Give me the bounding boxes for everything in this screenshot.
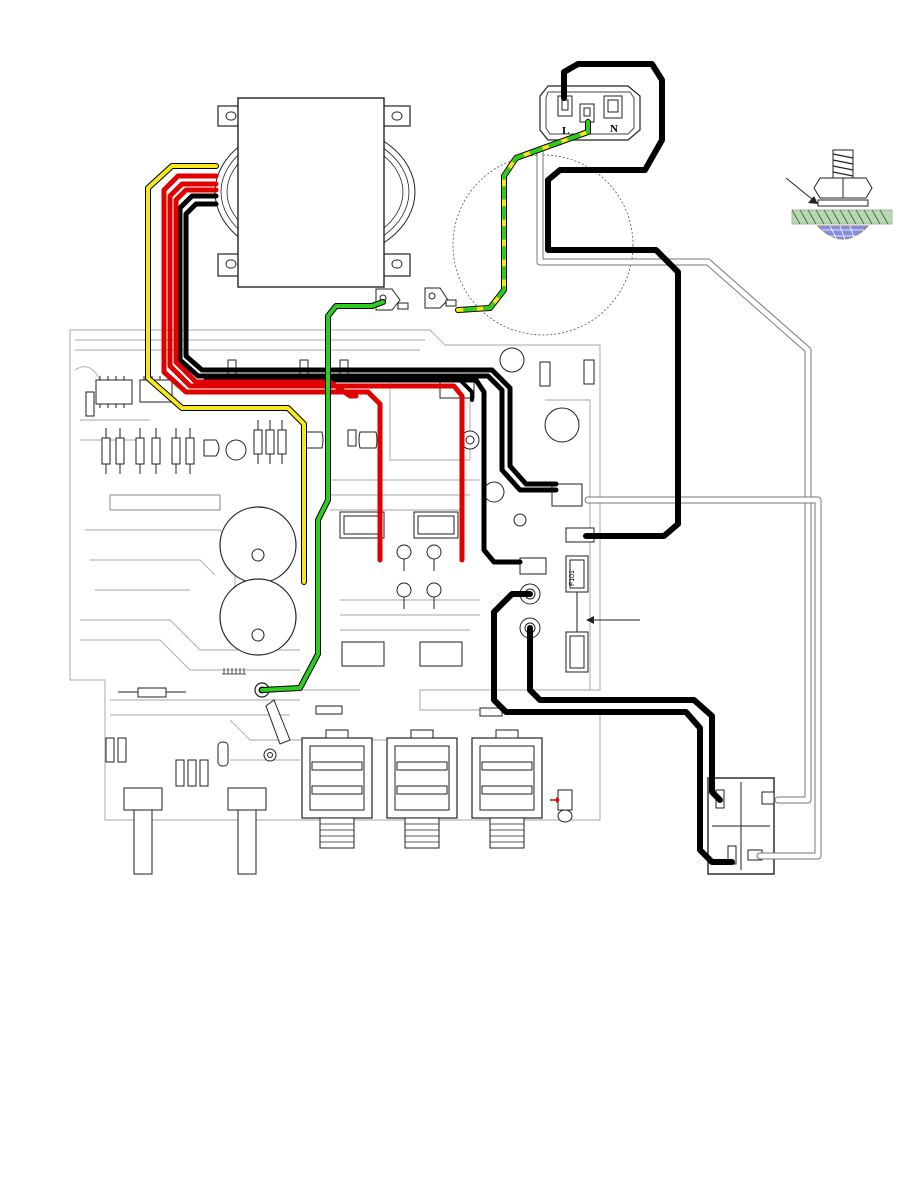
- fuse-holder: F101: [566, 556, 588, 672]
- filter-capacitor-1: [220, 507, 296, 583]
- filter-capacitor-2: [220, 579, 296, 655]
- capacitor-small-1: [226, 440, 246, 460]
- transistor-q2: [305, 432, 323, 448]
- jack-socket-1: [302, 730, 372, 848]
- jack-socket-3: [472, 730, 542, 848]
- pin-label-live: L: [562, 125, 569, 137]
- power-transformer: [215, 98, 415, 287]
- ground-post-ticks: [222, 668, 246, 674]
- capacitor-small-2: [348, 430, 356, 446]
- fuse-pointer-arrow: [586, 616, 640, 624]
- screw-mounting-detail: [786, 150, 892, 248]
- ground-lug-left: [376, 289, 408, 310]
- resistor-horizontal-1: [118, 688, 186, 697]
- potentiometer-2: [228, 788, 266, 874]
- potentiometer-1: [124, 788, 162, 874]
- rectifier-block-right: [414, 512, 458, 538]
- transistor-q1: [204, 440, 219, 456]
- ic-chip-1: [96, 376, 132, 408]
- jack-socket-2: [387, 730, 457, 848]
- resistor-group-mid: [254, 420, 286, 464]
- relay-left: [342, 642, 384, 666]
- rectifier-block-left: [340, 512, 384, 538]
- ground-lug-right: [425, 288, 456, 308]
- earth-wire: [458, 122, 588, 310]
- relay-right: [420, 642, 462, 666]
- resistor-horizontal-2: [316, 706, 502, 716]
- pin-label-neutral: N: [610, 123, 618, 135]
- fuse-marking: F101: [569, 570, 576, 586]
- led-indicator: [550, 790, 572, 822]
- resistor-group-bottom: [106, 738, 228, 786]
- transistor-q3: [359, 432, 377, 448]
- ground-post: [255, 683, 290, 761]
